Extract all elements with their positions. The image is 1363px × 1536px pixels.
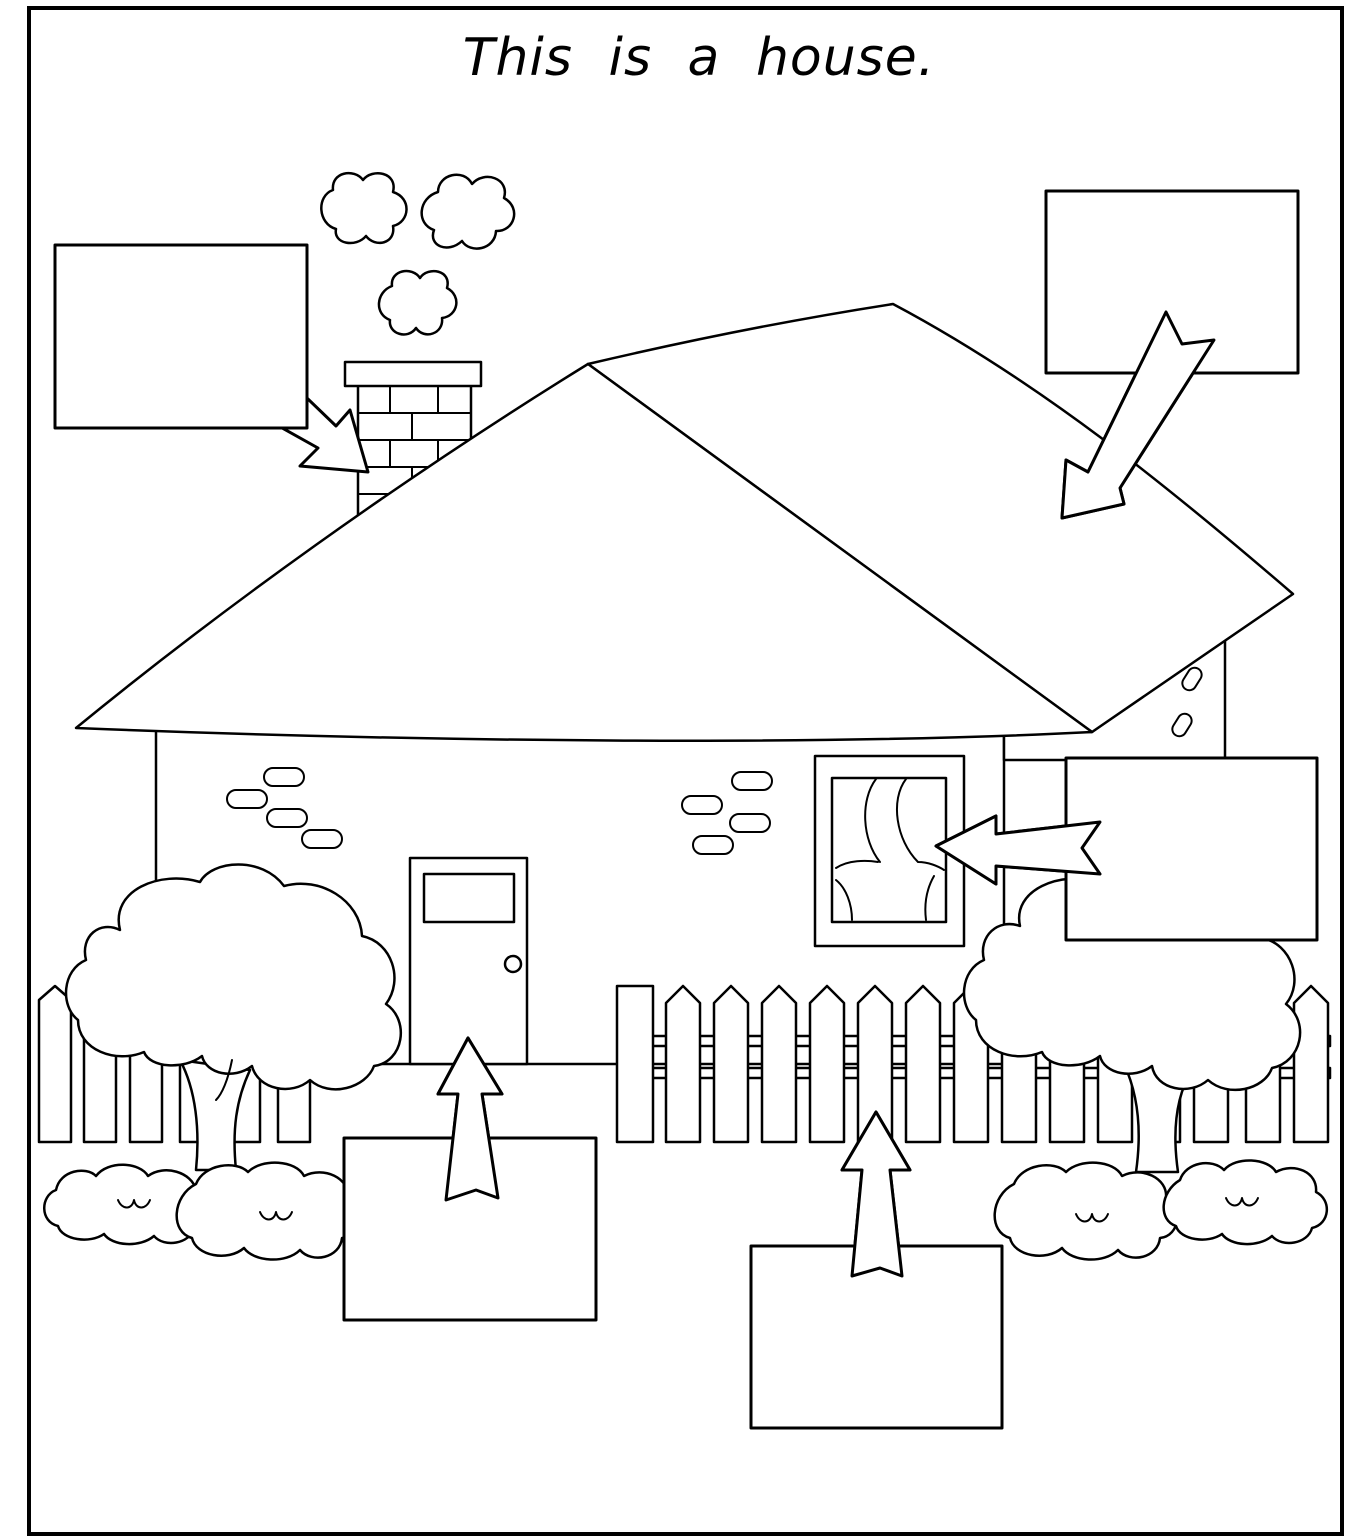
- door-window: [424, 874, 514, 922]
- label-box-window[interactable]: [1066, 758, 1317, 940]
- smoke-cloud-left: [321, 173, 406, 243]
- fence-post: [617, 986, 653, 1142]
- smoke-clouds: [321, 173, 514, 334]
- smoke-cloud-right: [422, 175, 514, 249]
- smoke-cloud-low: [379, 271, 456, 334]
- door: [410, 858, 527, 1064]
- bush-right-1: [995, 1163, 1178, 1260]
- bush-right-2: [1164, 1160, 1327, 1244]
- chimney-cap: [345, 362, 481, 386]
- label-box-fence[interactable]: [751, 1246, 1002, 1428]
- bushes: [44, 1160, 1327, 1259]
- door-knob: [505, 956, 521, 972]
- bush-left-2: [177, 1163, 360, 1260]
- label-box-chimney[interactable]: [55, 245, 307, 428]
